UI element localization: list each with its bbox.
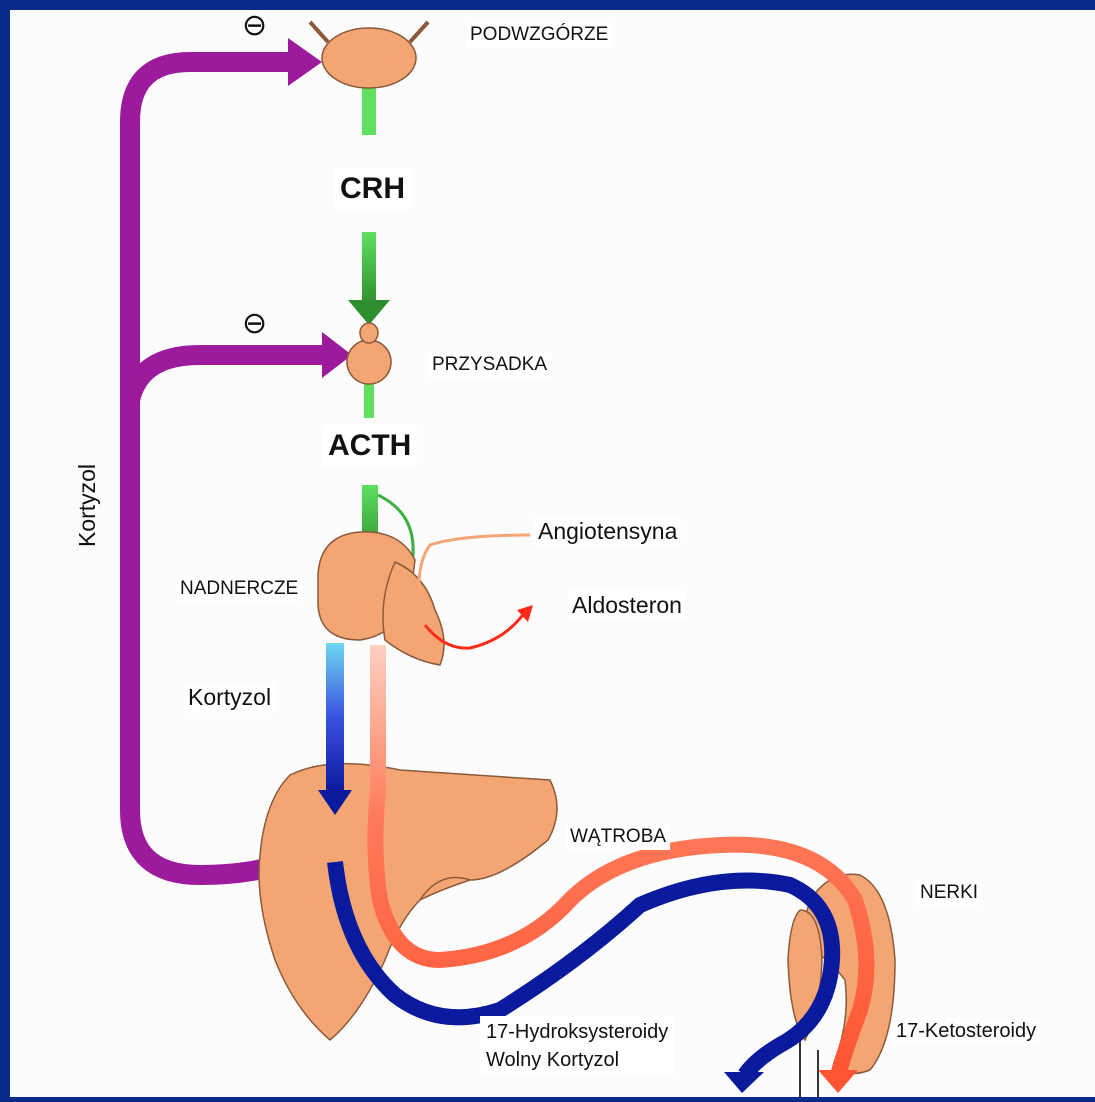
label-hypothalamus: PODWZGÓRZE — [466, 22, 612, 48]
crh-stalk — [362, 85, 376, 135]
label-hydroxy-text2: Wolny Kortyzol — [486, 1046, 668, 1074]
inhibit-symbol-hypothalamus: ⊖ — [242, 8, 267, 43]
label-hydroxysteroids: 17-Hydroksysteroidy Wolny Kortyzol — [480, 1016, 674, 1076]
label-liver: WĄTROBA — [566, 824, 670, 850]
canvas-area — [10, 10, 1095, 1097]
cortisol-arrow-shaft — [326, 643, 344, 793]
label-cortisol-side: Kortyzol — [72, 460, 103, 551]
crh-arrow-shaft — [362, 232, 376, 304]
inhibit-symbol-pituitary: ⊖ — [242, 306, 267, 341]
label-angiotensin: Angiotensyna — [534, 516, 681, 547]
label-ketosteroids: 17-Ketosteroidy — [892, 1018, 1040, 1045]
label-cortisol-mid: Kortyzol — [184, 682, 275, 713]
label-crh: CRH — [334, 168, 411, 210]
label-aldosterone: Aldosteron — [568, 590, 686, 621]
label-kidneys: NERKI — [916, 880, 982, 906]
label-adrenal: NADNERCZE — [176, 576, 302, 602]
label-hydroxy-text1: 17-Hydroksysteroidy — [486, 1018, 668, 1046]
label-acth: ACTH — [322, 425, 417, 467]
label-pituitary: PRZYSADKA — [428, 352, 551, 378]
